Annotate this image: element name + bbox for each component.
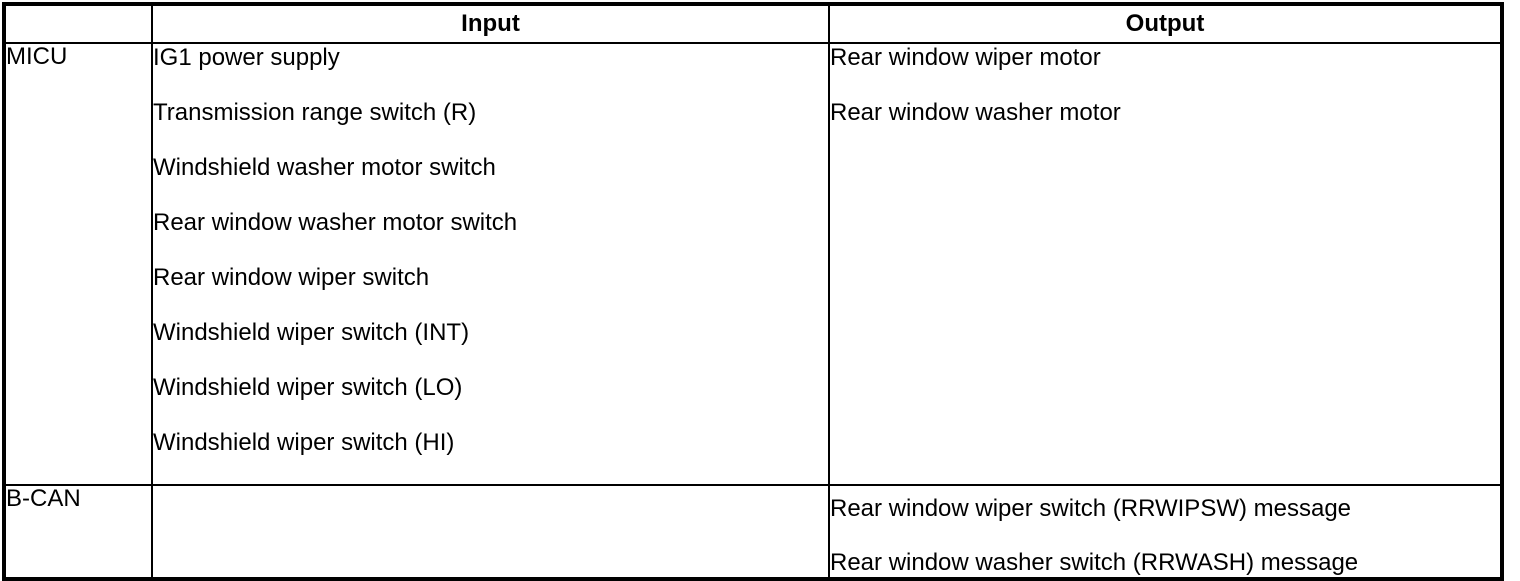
table-row: B-CAN Rear window wiper switch (RRWIPSW)… <box>3 484 1503 580</box>
list-item: Rear window wiper motor <box>830 44 1101 71</box>
list-item: Windshield wiper switch (LO) <box>153 374 463 401</box>
table-row: MICU IG1 power supply Transmission range… <box>3 42 1503 486</box>
column-header-output: Output <box>828 3 1503 44</box>
table-header: Input Output <box>3 3 1503 44</box>
list-item: Rear window washer motor switch <box>153 209 518 236</box>
list-item: Rear window washer switch (RRWASH) messa… <box>830 549 1359 576</box>
table-header-row: Input Output <box>3 3 1503 44</box>
input-list-micu: IG1 power supply Transmission range swit… <box>151 42 830 486</box>
list-item: Rear window wiper switch <box>153 264 430 291</box>
input-list-bcan <box>151 484 830 580</box>
list-item: Windshield wiper switch (INT) <box>153 319 470 346</box>
output-list-bcan: Rear window wiper switch (RRWIPSW) messa… <box>828 484 1503 580</box>
list-item: IG1 power supply <box>153 44 340 71</box>
input-items-micu: IG1 power supply Transmission range swit… <box>153 44 828 484</box>
list-item: Windshield wiper switch (HI) <box>153 429 455 456</box>
column-header-input: Input <box>151 3 830 44</box>
list-item: Windshield washer motor switch <box>153 154 496 181</box>
table-body: MICU IG1 power supply Transmission range… <box>3 42 1503 580</box>
module-name-bcan: B-CAN <box>3 484 153 580</box>
list-item: Rear window washer motor <box>830 99 1121 126</box>
output-items-micu: Rear window wiper motor Rear window wash… <box>830 44 1500 154</box>
list-item: Transmission range switch (R) <box>153 99 477 126</box>
output-items-bcan: Rear window wiper switch (RRWIPSW) messa… <box>830 495 1500 577</box>
list-item: Rear window wiper switch (RRWIPSW) messa… <box>830 495 1352 522</box>
output-list-micu: Rear window wiper motor Rear window wash… <box>828 42 1503 486</box>
column-header-module <box>3 3 153 44</box>
module-name-micu: MICU <box>3 42 153 486</box>
